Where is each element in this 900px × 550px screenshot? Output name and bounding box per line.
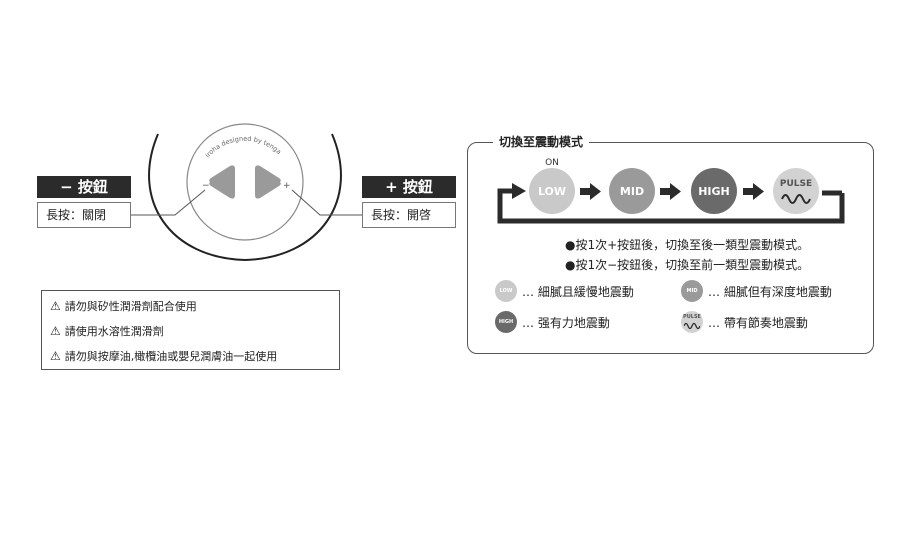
cycle-return-path xyxy=(497,188,845,224)
legend-high-text: … 强有力地震動 xyxy=(522,316,610,330)
minus-mark: − xyxy=(202,181,210,191)
arrow-low-mid-icon xyxy=(580,183,601,200)
plus-leader-line xyxy=(291,189,362,216)
minus-button-graphic[interactable] xyxy=(209,165,235,199)
mode-panel xyxy=(467,142,874,354)
warning-line: ⚠請使用水溶性潤滑劑 xyxy=(42,321,339,346)
legend-high-badge: HIGH xyxy=(495,311,517,333)
legend-pulse-badge: PULSE xyxy=(681,311,703,333)
warning-triangle-icon: ⚠ xyxy=(50,349,61,363)
mode-pulse-circle xyxy=(773,168,819,214)
mode-note-minus: ●按1次−按鈕後，切換至前一類型震動模式。 xyxy=(565,258,810,272)
controller-circle xyxy=(186,123,304,241)
device-illustration: iroha designed by tenga − + xyxy=(148,123,342,262)
warnings-box: ⚠請勿與矽性潤滑劑配合使用 ⚠請使用水溶性潤滑劑 ⚠請勿與按摩油,橄欖油或嬰兒潤… xyxy=(41,290,340,370)
arrow-mid-high-icon xyxy=(660,183,681,200)
minus-button-desc: 長按：關閉 xyxy=(37,202,131,228)
minus-leader-line xyxy=(130,189,206,216)
right-arrow-icon xyxy=(255,165,281,199)
left-arrow-icon xyxy=(209,165,235,199)
legend-low-badge: LOW xyxy=(495,280,517,302)
mode-high-label: HIGH xyxy=(698,185,730,198)
minus-button-label: − 按鈕 xyxy=(37,176,131,198)
warning-line: ⚠請勿與按摩油,橄欖油或嬰兒潤膚油一起使用 xyxy=(42,346,339,371)
legend-low-text: … 細膩且緩慢地震動 xyxy=(522,285,634,299)
pulse-wave-icon xyxy=(684,322,700,329)
legend-mid-text: … 細膩但有深度地震動 xyxy=(708,285,832,299)
mode-mid-label: MID xyxy=(620,185,644,198)
warning-triangle-icon: ⚠ xyxy=(50,324,61,338)
mode-cycle-diagram: LOW MID HIGH PULSE ON xyxy=(497,158,845,224)
plus-button-graphic[interactable] xyxy=(255,165,281,199)
warning-triangle-icon: ⚠ xyxy=(50,299,61,313)
arrow-high-pulse-icon xyxy=(743,183,764,200)
mode-low-label: LOW xyxy=(538,185,566,198)
mode-low-circle xyxy=(529,168,575,214)
pulse-wave-icon xyxy=(781,194,811,204)
mode-pulse-label: PULSE xyxy=(780,179,812,189)
warning-line: ⚠請勿與矽性潤滑劑配合使用 xyxy=(42,296,339,321)
plus-button-label: + 按鈕 xyxy=(362,176,456,198)
legend-pulse-badge-label: PULSE xyxy=(683,314,701,320)
device-body-outline xyxy=(148,133,342,262)
plus-button-desc: 長按：開啓 xyxy=(362,202,456,228)
on-label: ON xyxy=(545,158,559,168)
warning-text: 請使用水溶性潤滑劑 xyxy=(64,325,164,338)
plus-mark: + xyxy=(283,181,291,191)
mode-note-plus: ●按1次+按鈕後，切換至後一類型震動模式。 xyxy=(565,238,810,252)
cycle-return-arrow-icon xyxy=(512,183,526,199)
legend-mid-badge: MID xyxy=(681,280,703,302)
warning-text: 請勿與矽性潤滑劑配合使用 xyxy=(64,300,197,313)
mode-mid-circle xyxy=(609,168,655,214)
mode-panel-title: 切換至震動模式 xyxy=(493,133,590,150)
legend-pulse-text: … 帶有節奏地震動 xyxy=(708,316,808,330)
warning-text: 請勿與按摩油,橄欖油或嬰兒潤膚油一起使用 xyxy=(64,350,278,363)
mode-high-circle xyxy=(691,168,737,214)
